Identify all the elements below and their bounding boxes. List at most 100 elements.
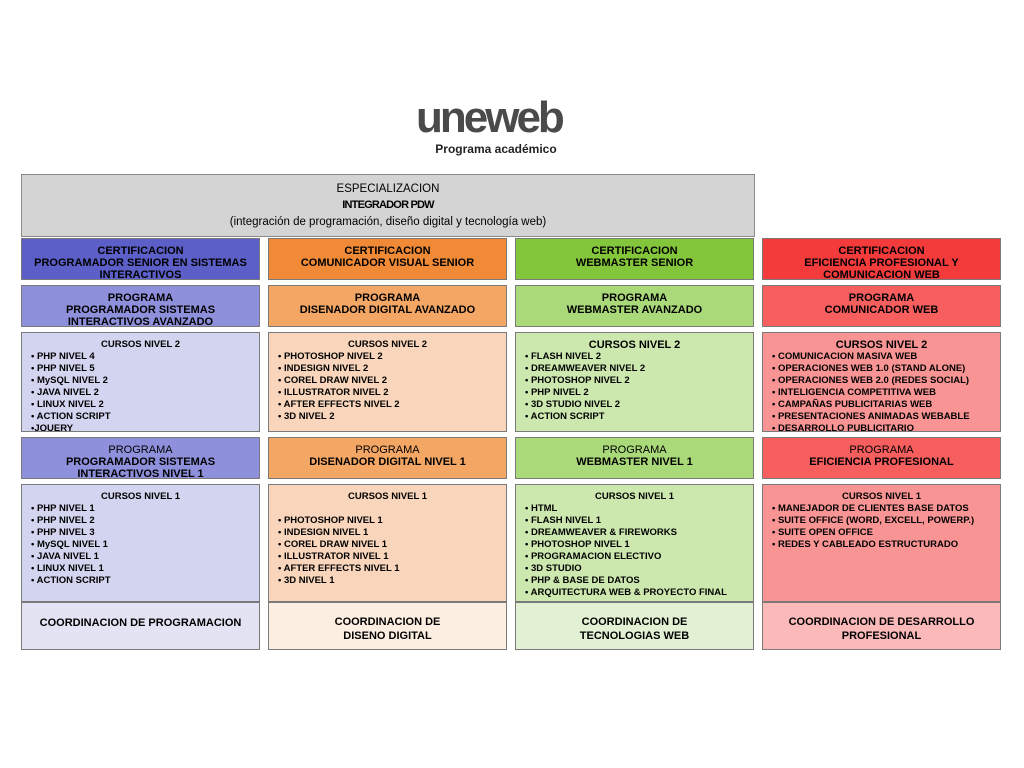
coordination-box: COORDINACION DE DESARROLLO PROFESIONAL: [762, 602, 1001, 650]
certification-box-line: EFICIENCIA PROFESIONAL Y: [804, 257, 959, 269]
course-item: •JQUERY: [31, 423, 74, 432]
advanced-program-box-line: PROGRAMA: [354, 292, 421, 304]
level1-course-list: • HTML• FLASH NIVEL 1• DREAMWEAVER & FIR…: [516, 503, 753, 599]
advanced-program-box-line: WEBMASTER AVANZADO: [566, 304, 703, 316]
course-item: • PHP & BASE DE DATOS: [525, 575, 640, 586]
level2-title: CURSOS NIVEL 2: [588, 339, 681, 351]
level2-courses-box: CURSOS NIVEL 2• COMUNICACION MASIVA WEB•…: [762, 332, 1001, 432]
level1-course-list: • PHP NIVEL 1• PHP NIVEL 2• PHP NIVEL 3•…: [22, 503, 259, 587]
course-item: • PHP NIVEL 3: [31, 527, 95, 538]
specialization-banner: ESPECIALIZACION INTEGRADOR PDW (integrac…: [21, 174, 755, 237]
coordination-box-line: DISENO DIGITAL: [343, 630, 432, 642]
level1-courses-box: CURSOS NIVEL 1• MANEJADOR DE CLIENTES BA…: [762, 484, 1001, 602]
advanced-program-box-line: PROGRAMA: [848, 292, 915, 304]
course-item: • LINUX NIVEL 2: [31, 399, 104, 410]
level1-program-box-line: PROGRAMA: [108, 444, 173, 456]
certification-box-line: INTERACTIVOS: [99, 269, 182, 280]
course-item: • PHOTOSHOP NIVEL 1: [278, 515, 383, 526]
course-item: • SUITE OPEN OFFICE: [772, 527, 873, 538]
course-item: • 3D NIVEL 1: [278, 575, 335, 586]
course-item: • MySQL NIVEL 2: [31, 375, 108, 386]
advanced-program-box-line: INTERACTIVOS AVANZADO: [67, 316, 214, 327]
course-item: • ARQUITECTURA WEB & PROYECTO FINAL: [525, 587, 727, 598]
level1-title: CURSOS NIVEL 1: [841, 491, 921, 502]
course-item: • ILLUSTRATOR NIVEL 2: [278, 387, 389, 398]
level2-title: CURSOS NIVEL 2: [835, 339, 928, 351]
course-item: • PHP NIVEL 4: [31, 351, 95, 362]
course-item: • INTELIGENCIA COMPETITIVA WEB: [772, 387, 936, 398]
level1-program-box-line: PROGRAMA: [602, 444, 667, 456]
coordination-box-line: COORDINACION DE PROGRAMACION: [39, 617, 242, 629]
course-item: • PROGRAMACION ELECTIVO: [525, 551, 662, 562]
level1-program-box-line: DISENADOR DIGITAL NIVEL 1: [309, 456, 466, 468]
course-item: • FLASH NIVEL 1: [525, 515, 601, 526]
advanced-program-box-line: COMUNICADOR WEB: [824, 304, 939, 316]
course-item: • ACTION SCRIPT: [31, 411, 111, 422]
course-item: • FLASH NIVEL 2: [525, 351, 601, 362]
advanced-program-box-line: PROGRAMA: [601, 292, 668, 304]
level2-course-list: • FLASH NIVEL 2• DREAMWEAVER NIVEL 2• PH…: [516, 351, 753, 423]
certification-box-line: CERTIFICACION: [591, 245, 678, 257]
course-item: • COREL DRAW NIVEL 2: [278, 375, 388, 386]
level1-title: CURSOS NIVEL 1: [594, 491, 674, 502]
certification-box-line: PROGRAMADOR SENIOR EN SISTEMAS: [34, 257, 247, 269]
specialization-title: ESPECIALIZACION: [336, 183, 440, 195]
level1-program-box-line: INTERACTIVOS NIVEL 1: [77, 468, 204, 479]
certification-box-line: CERTIFICACION: [97, 245, 184, 257]
advanced-program-box-line: DISENADOR DIGITAL AVANZADO: [299, 304, 476, 316]
advanced-program-box-line: PROGRAMA: [107, 292, 174, 304]
course-item: • PHP NIVEL 1: [31, 503, 95, 514]
course-item: • DREAMWEAVER NIVEL 2: [525, 363, 646, 374]
coordination-box-line: COORDINACION DE: [334, 616, 441, 628]
coordination-box-line: COORDINACION DE DESARROLLO: [788, 616, 975, 628]
coordination-box-line: TECNOLOGIAS WEB: [579, 630, 690, 642]
coordination-box-line: PROFESIONAL: [841, 630, 922, 642]
level2-courses-box: CURSOS NIVEL 2• PHP NIVEL 4• PHP NIVEL 5…: [21, 332, 260, 432]
course-item: • AFTER EFFECTS NIVEL 2: [278, 399, 400, 410]
course-item: • SUITE OFFICE (WORD, EXCELL, POWERP.): [772, 515, 975, 526]
certification-box-line: CERTIFICACION: [838, 245, 925, 257]
level1-courses-box: CURSOS NIVEL 1 • PHOTOSHOP NIVEL 1• INDE…: [268, 484, 507, 602]
certification-box-line: COMUNICADOR VISUAL SENIOR: [300, 257, 475, 269]
course-item: • INDESIGN NIVEL 1: [278, 527, 369, 538]
course-item: • AFTER EFFECTS NIVEL 1: [278, 563, 400, 574]
course-item: • 3D STUDIO NIVEL 2: [525, 399, 621, 410]
course-item: • PHOTOSHOP NIVEL 1: [525, 539, 630, 550]
course-item: • ACTION SCRIPT: [31, 575, 111, 586]
logo-text: uneweb: [416, 94, 564, 138]
course-item: • 3D NIVEL 2: [278, 411, 335, 422]
course-item: • JAVA NIVEL 1: [31, 551, 99, 562]
specialization-name: INTEGRADOR PDW: [342, 199, 434, 211]
level1-program-box-line: PROGRAMA: [849, 444, 914, 456]
advanced-program-box-line: PROGRAMADOR SISTEMAS: [65, 304, 216, 316]
course-item: • COREL DRAW NIVEL 1: [278, 539, 388, 550]
course-item: • DESARROLLO PUBLICITARIO: [772, 423, 914, 432]
course-item: • PRESENTACIONES ANIMADAS WEBABLE: [772, 411, 970, 422]
course-item: • OPERACIONES WEB 2.0 (REDES SOCIAL): [772, 375, 970, 386]
level2-course-list: • COMUNICACION MASIVA WEB• OPERACIONES W…: [763, 351, 1000, 432]
course-item: • PHOTOSHOP NIVEL 2: [525, 375, 630, 386]
course-item: • 3D STUDIO: [525, 563, 582, 574]
course-item: [278, 503, 506, 515]
level2-course-list: • PHP NIVEL 4• PHP NIVEL 5• MySQL NIVEL …: [22, 351, 259, 432]
level1-program-box-line: WEBMASTER NIVEL 1: [576, 456, 693, 468]
course-item: • PHP NIVEL 5: [31, 363, 95, 374]
level1-program-box-line: PROGRAMA: [355, 444, 420, 456]
course-item: • LINUX NIVEL 1: [31, 563, 104, 574]
course-item: • ILLUSTRATOR NIVEL 1: [278, 551, 389, 562]
course-item: • MANEJADOR DE CLIENTES BASE DATOS: [772, 503, 969, 514]
certification-box-line: COMUNICACION WEB: [823, 269, 940, 280]
level2-courses-box: CURSOS NIVEL 2• FLASH NIVEL 2• DREAMWEAV…: [515, 332, 754, 432]
uneweb-logo: uneweb: [416, 94, 567, 138]
